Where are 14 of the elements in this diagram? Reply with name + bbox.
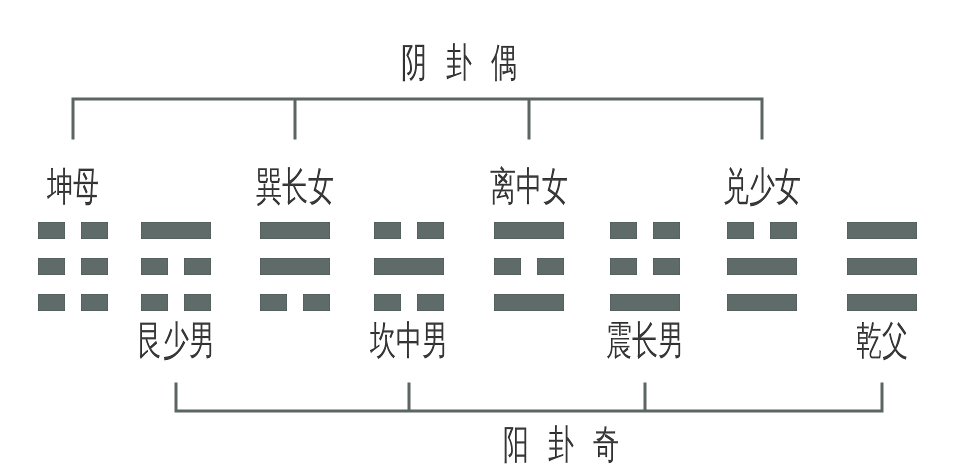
connector-line bbox=[294, 98, 470, 140]
connector-line bbox=[466, 98, 764, 140]
group-heading: 阴卦偶 bbox=[400, 40, 536, 86]
group-heading: 阳卦奇 bbox=[502, 422, 638, 468]
trigram-name: 离中女 bbox=[490, 164, 568, 210]
trigram-name: 坎中男 bbox=[370, 318, 448, 364]
trigram-name: 巽长女 bbox=[256, 164, 334, 210]
trigram-name: 乾父 bbox=[856, 318, 908, 364]
trigram-name: 震长男 bbox=[606, 318, 684, 364]
trigram-name: 艮少男 bbox=[137, 318, 215, 364]
trigram-name: 坤母 bbox=[47, 164, 99, 210]
connector-line bbox=[408, 382, 572, 412]
connector-line bbox=[568, 382, 884, 412]
trigram-name: 兑少女 bbox=[723, 164, 801, 210]
